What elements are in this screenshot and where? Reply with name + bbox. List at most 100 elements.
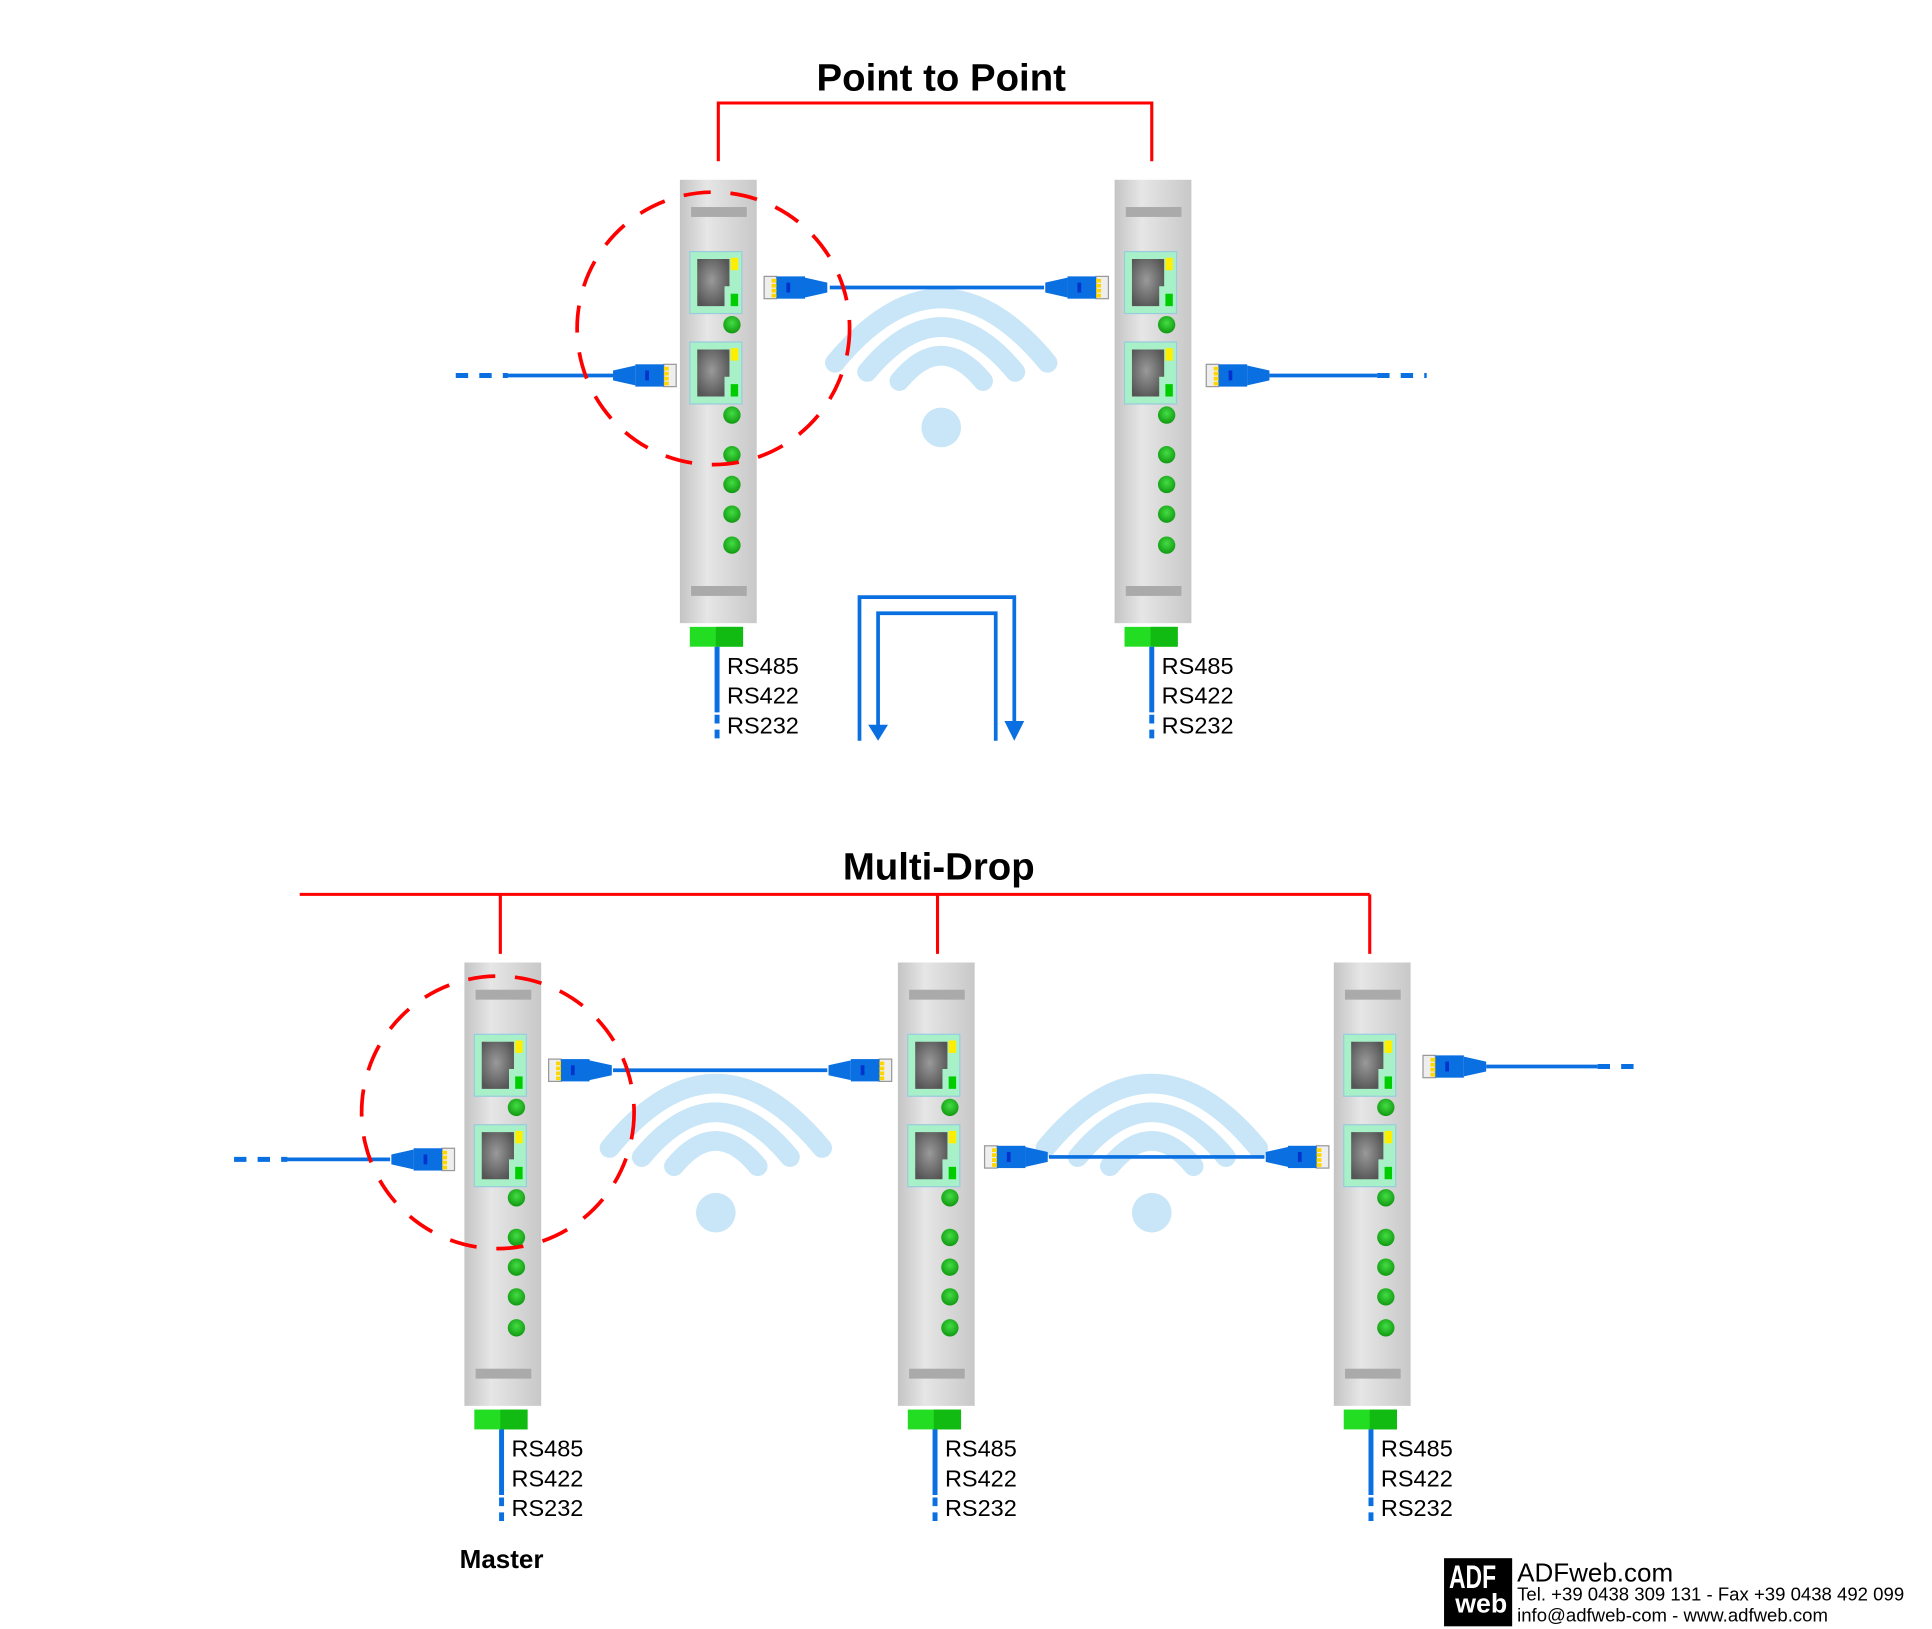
status-led <box>1377 1228 1395 1247</box>
ethernet-port[interactable] <box>473 1033 527 1097</box>
status-led <box>507 1319 526 1337</box>
serial-label-rs485: RS485 <box>511 1436 583 1462</box>
loopback-arrows <box>857 595 1025 741</box>
rj45-connector[interactable] <box>1422 1054 1487 1079</box>
master-label: Master <box>460 1544 544 1574</box>
company-contact: info@adfweb-com - www.adfweb.com <box>1517 1604 1828 1625</box>
status-led <box>941 1228 959 1247</box>
ethernet-port[interactable] <box>1123 251 1178 315</box>
bus-line-multi-drop <box>299 892 1372 954</box>
port-led-green <box>1384 1166 1393 1180</box>
status-led <box>941 1258 959 1276</box>
serial-label-rs422: RS422 <box>727 683 799 709</box>
port-led-yellow <box>1384 1130 1393 1144</box>
company-phone: Tel. +39 0438 309 131 - Fax +39 0438 492… <box>1517 1583 1904 1604</box>
ethernet-port[interactable] <box>1343 1124 1397 1188</box>
serial-label-rs485: RS485 <box>1162 653 1234 679</box>
serial-label-rs232: RS232 <box>945 1495 1017 1521</box>
port-led-yellow <box>1384 1040 1393 1053</box>
status-led <box>1377 1098 1395 1117</box>
port-led-green <box>1165 384 1173 397</box>
serial-label-rs485: RS485 <box>727 653 799 679</box>
port-led-green <box>515 1166 523 1180</box>
port-led-green <box>730 293 739 307</box>
adfweb-logo: ADF web ADFweb.com Tel. +39 0438 309 131… <box>1444 1558 1904 1627</box>
status-led <box>723 316 741 334</box>
wifi-icon <box>599 1073 832 1233</box>
port-led-yellow <box>515 1130 523 1144</box>
din-slot <box>475 989 532 1000</box>
port-led-yellow <box>948 1040 957 1053</box>
serial-label-rs232: RS232 <box>727 712 799 738</box>
port-led-yellow <box>730 348 739 361</box>
status-led <box>941 1098 959 1117</box>
status-led <box>507 1098 526 1117</box>
status-led <box>1157 316 1176 334</box>
status-led <box>507 1258 526 1276</box>
ethernet-port[interactable] <box>907 1033 961 1097</box>
svg-text:web: web <box>1454 1588 1507 1619</box>
rj45-connector[interactable] <box>828 1058 893 1083</box>
din-slot <box>1125 207 1182 217</box>
rj45-connector[interactable] <box>391 1147 456 1172</box>
port-led-yellow <box>1165 348 1173 361</box>
status-led <box>1377 1258 1395 1276</box>
port-led-yellow <box>730 257 739 271</box>
port-led-yellow <box>515 1040 523 1053</box>
rj45-connector[interactable] <box>1205 363 1270 388</box>
status-led <box>1377 1189 1395 1207</box>
port-led-green <box>515 1076 523 1089</box>
serial-label-rs422: RS422 <box>945 1465 1017 1491</box>
rj45-connector[interactable] <box>1265 1145 1330 1169</box>
status-led <box>1157 475 1176 494</box>
rj45-connector[interactable] <box>983 1145 1048 1169</box>
status-led <box>1377 1288 1395 1306</box>
title-point-to-point: Point to Point <box>817 57 1067 100</box>
status-led <box>941 1319 959 1337</box>
serial-label-rs232: RS232 <box>1162 712 1234 738</box>
serial-label-rs232: RS232 <box>511 1495 583 1521</box>
serial-label-rs422: RS422 <box>511 1465 583 1491</box>
port-led-green <box>948 1166 957 1180</box>
svg-text:ADF: ADF <box>1449 1559 1496 1595</box>
ethernet-port[interactable] <box>1123 341 1178 405</box>
status-led <box>723 475 741 494</box>
status-led <box>723 505 741 523</box>
wifi-icon <box>825 288 1058 448</box>
status-led <box>507 1228 526 1247</box>
rj45-connector[interactable] <box>1045 275 1110 300</box>
company-name: ADFweb.com <box>1517 1558 1673 1588</box>
din-slot <box>909 989 965 1000</box>
din-slot <box>1125 586 1182 596</box>
port-led-yellow <box>948 1130 957 1144</box>
serial-label-rs485: RS485 <box>945 1436 1017 1462</box>
status-led <box>723 446 741 464</box>
port-led-green <box>1384 1076 1393 1089</box>
din-slot <box>691 586 747 596</box>
status-led <box>507 1288 526 1306</box>
status-led <box>941 1288 959 1306</box>
status-led <box>1377 1319 1395 1337</box>
status-led <box>507 1189 526 1207</box>
din-slot <box>1344 1368 1401 1379</box>
ethernet-port[interactable] <box>689 251 743 315</box>
rj45-connector[interactable] <box>763 275 828 300</box>
status-led <box>723 536 741 554</box>
status-led <box>1157 536 1176 554</box>
rj45-connector[interactable] <box>548 1058 612 1083</box>
ethernet-port[interactable] <box>473 1124 527 1188</box>
ethernet-port[interactable] <box>689 341 743 405</box>
ethernet-port[interactable] <box>907 1124 961 1188</box>
port-led-green <box>948 1076 957 1089</box>
serial-label-rs485: RS485 <box>1381 1436 1453 1462</box>
din-slot <box>909 1368 965 1379</box>
din-slot <box>691 207 747 217</box>
ethernet-port[interactable] <box>1343 1033 1397 1097</box>
rj45-connector[interactable] <box>613 363 677 388</box>
